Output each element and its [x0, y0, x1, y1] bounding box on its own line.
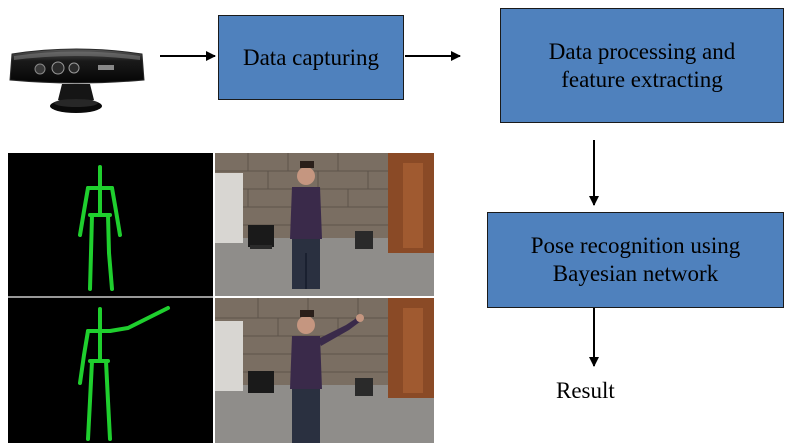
- camera-view-standing: [215, 153, 434, 296]
- data-capturing-label: Data capturing: [242, 44, 380, 70]
- result-label: Result: [556, 378, 615, 403]
- skeleton-figure-arm-raised: [78, 306, 170, 441]
- data-processing-box: Data processing and feature extracting: [500, 8, 784, 123]
- pose-images-panel: [8, 153, 434, 443]
- pose-recognition-label: Pose recognition using Bayesian network: [530, 233, 741, 286]
- camera-view-arm-raised: [215, 298, 434, 443]
- data-processing-label: Data processing and feature extracting: [548, 38, 736, 92]
- data-capturing-box: Data capturing: [218, 15, 404, 100]
- skeleton-figure-standing: [78, 165, 122, 291]
- pose-recognition-box: Pose recognition using Bayesian network: [487, 212, 784, 308]
- kinect-sensor-icon: [9, 48, 145, 113]
